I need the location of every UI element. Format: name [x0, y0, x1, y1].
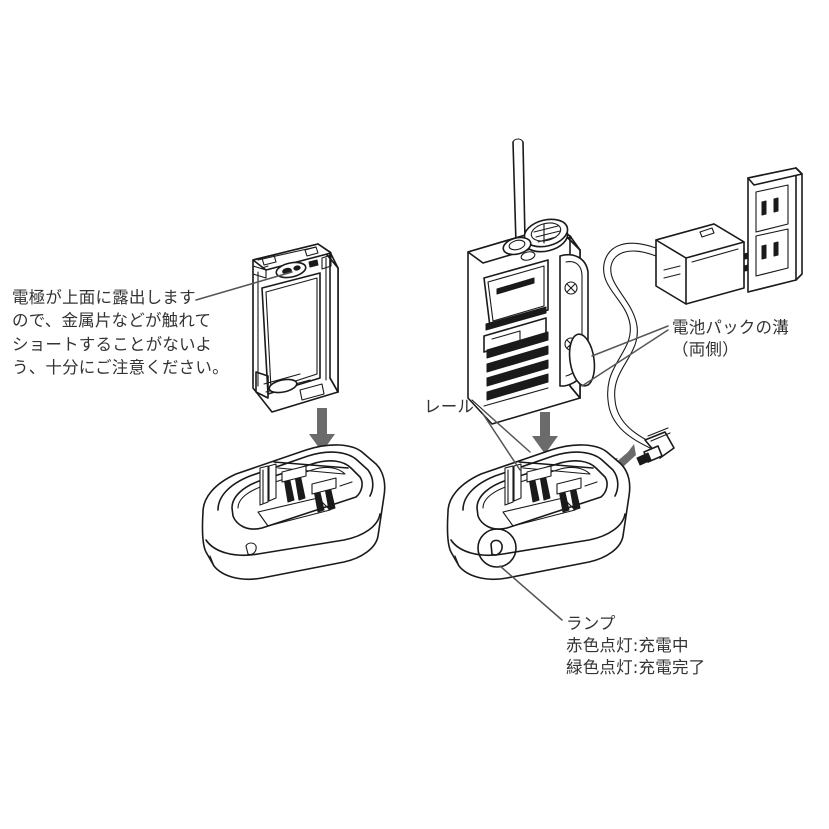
arrow-down-left-insertion — [309, 408, 335, 452]
charger-contacts-right — [504, 463, 598, 513]
ac-adapter-illustration — [655, 223, 758, 305]
callout-electrode-warning: 電極が上面に露出します ので、金属片などが触れて ショートすることがないよ う、… — [12, 288, 229, 378]
charger-cradle-right-illustration — [446, 444, 631, 581]
dc-power-cord — [603, 242, 657, 449]
lamp-indicator — [477, 528, 517, 568]
leader-lamp — [499, 565, 563, 621]
belt-clip — [559, 254, 596, 387]
callout-battery-groove: 電池パックの溝 （両側） — [672, 318, 789, 359]
handheld-radio-illustration — [467, 138, 596, 425]
leader-battery-groove — [581, 325, 669, 387]
callout-lamp: ランプ 赤色点灯:充電中 緑色点灯:充電完了 — [566, 614, 706, 677]
charger-contacts-left — [259, 463, 353, 513]
battery-pack-illustration — [252, 243, 339, 413]
dc-plug-illustration — [636, 427, 675, 466]
arrow-down-right-insertion — [532, 412, 558, 454]
wall-outlet-illustration — [747, 167, 803, 293]
leader-rail — [482, 409, 531, 471]
charger-cradle-left-illustration — [201, 444, 386, 581]
callout-rail: レール — [424, 397, 475, 416]
volume-knob — [523, 218, 569, 253]
leader-electrode-warning — [195, 271, 293, 301]
speaker-grille — [483, 306, 549, 407]
